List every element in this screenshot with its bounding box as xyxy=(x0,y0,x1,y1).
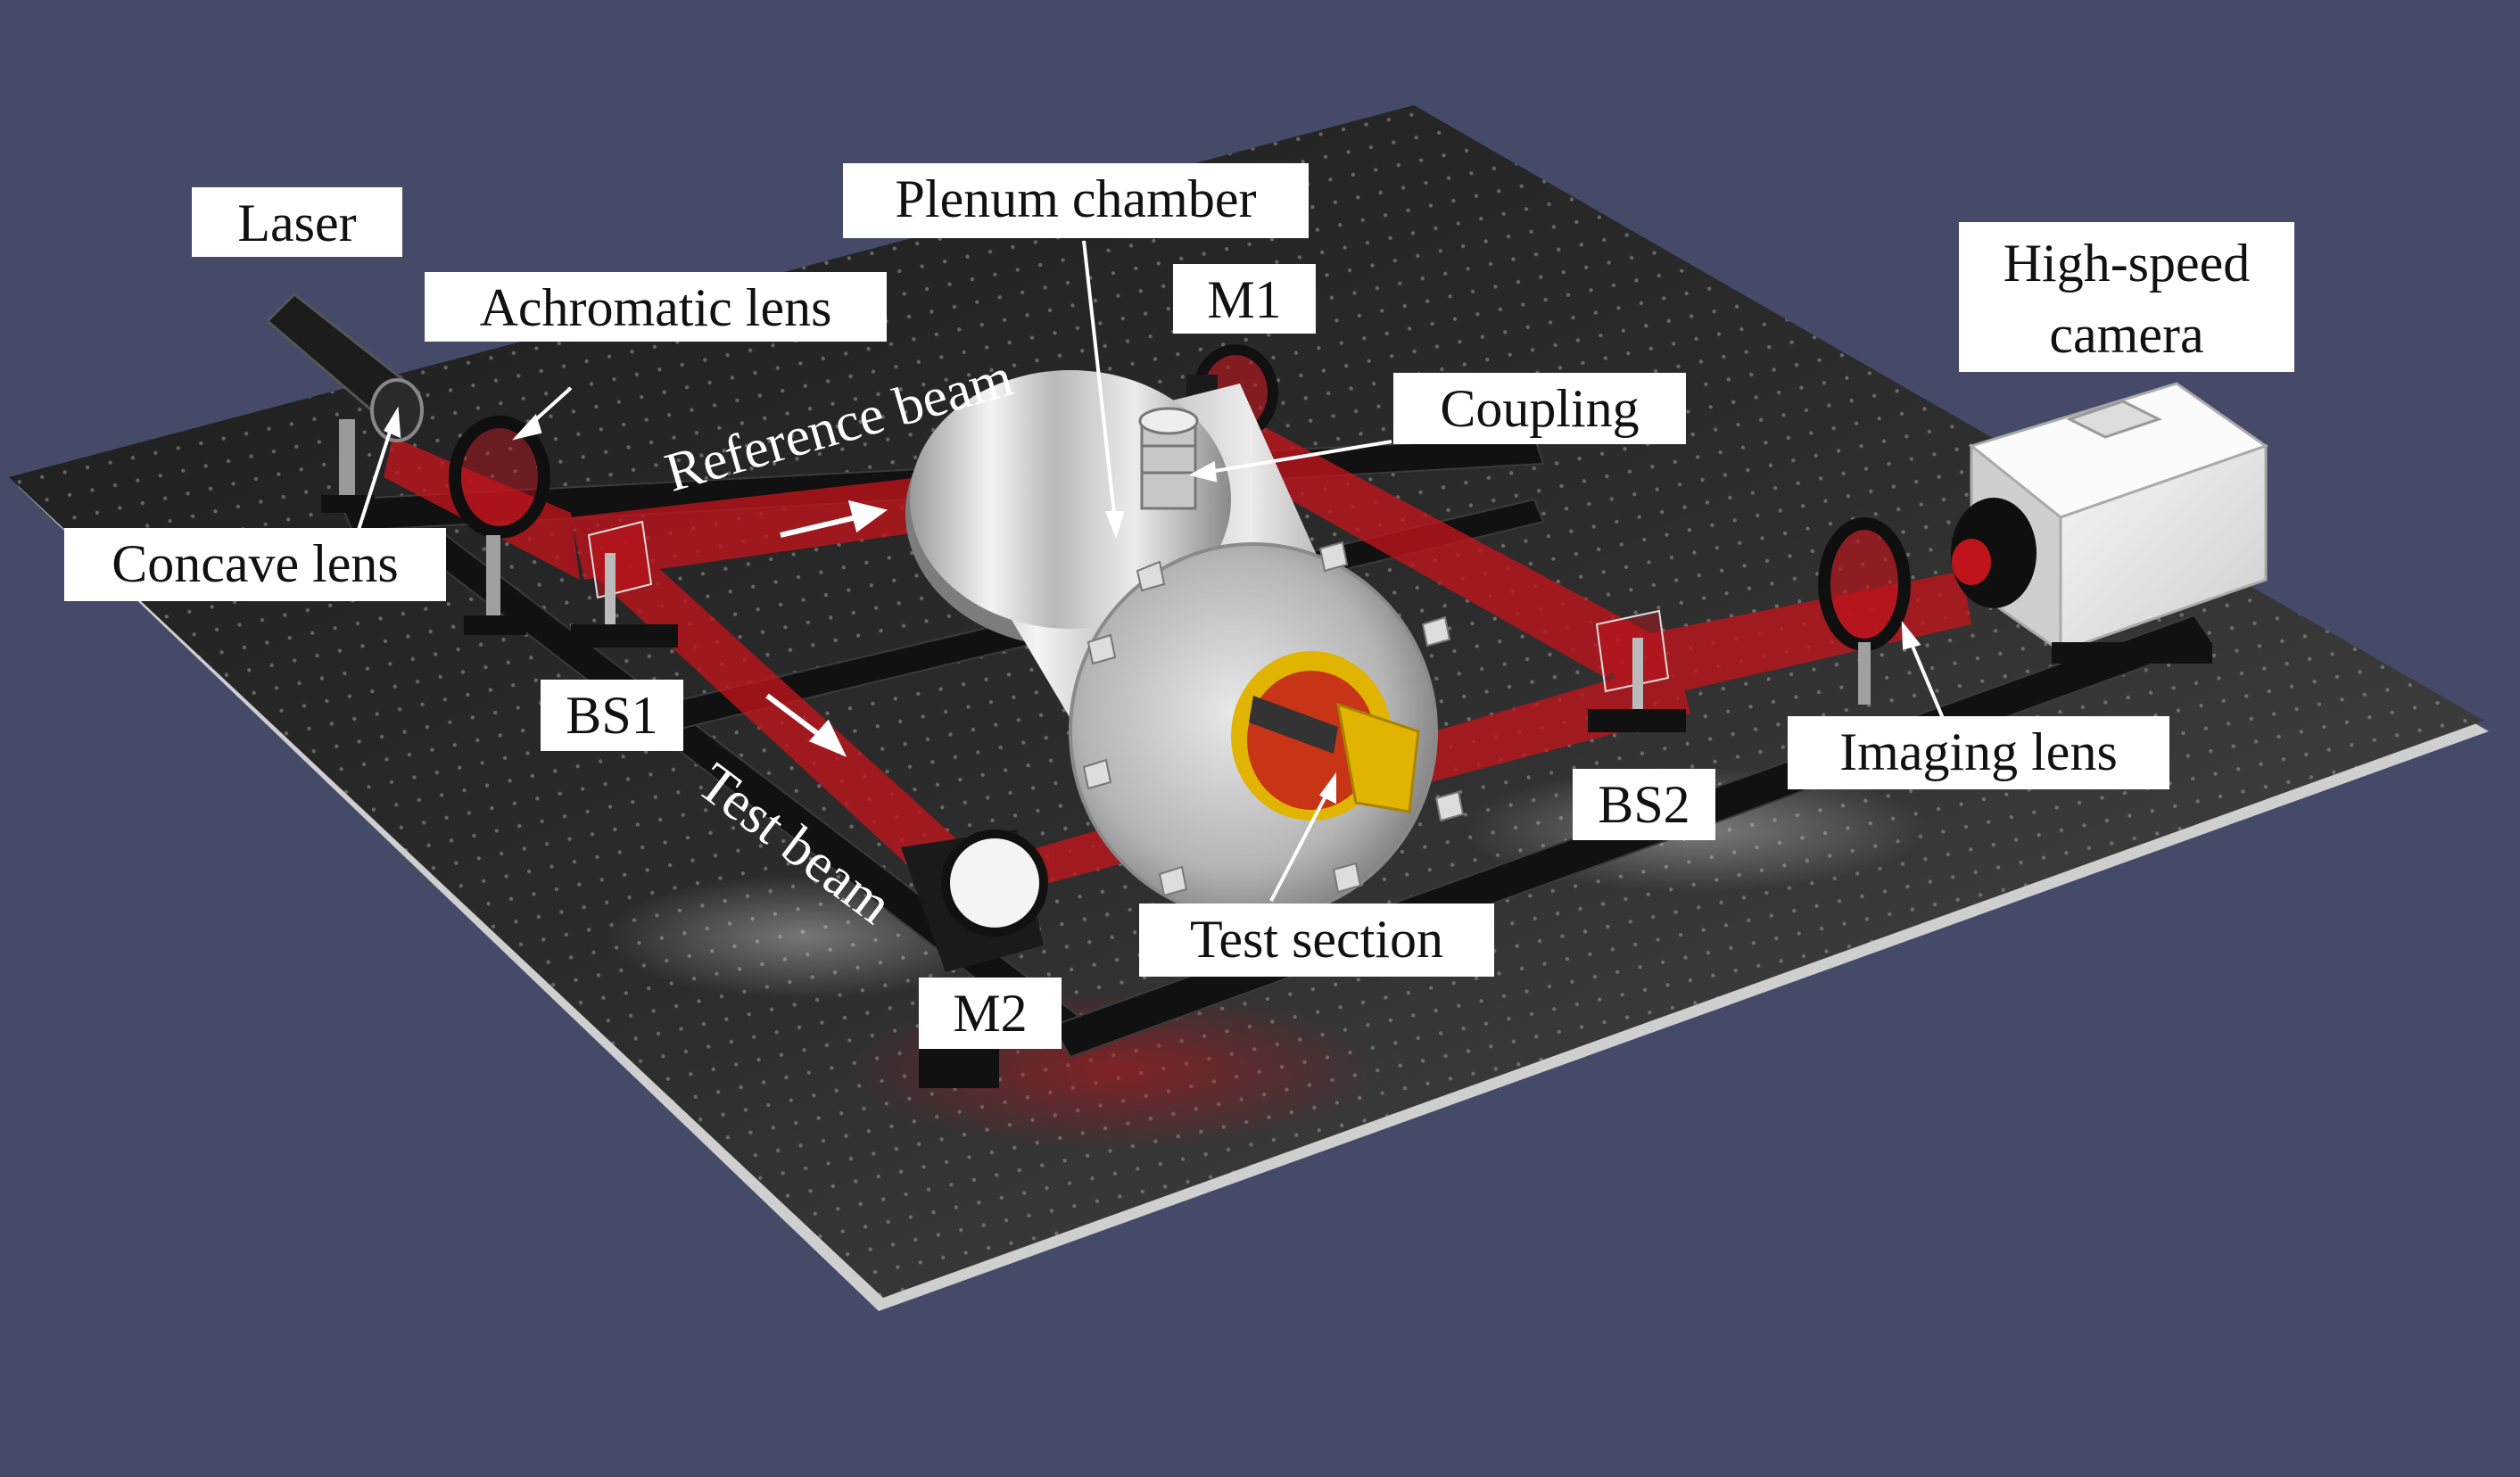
high-speed-camera xyxy=(1951,382,2269,664)
label-bs1: BS1 xyxy=(541,680,683,751)
label-high-speed-camera: High-speed camera xyxy=(1959,222,2294,372)
label-bs2: BS2 xyxy=(1573,769,1715,840)
label-laser: Laser xyxy=(192,187,402,257)
achromatic-lens xyxy=(449,416,550,635)
laser-device xyxy=(265,292,424,513)
label-m1: M1 xyxy=(1173,264,1316,334)
label-m2: M2 xyxy=(919,978,1062,1049)
optical-table xyxy=(9,105,2489,1311)
label-high-speed-camera-line2: camera xyxy=(2049,305,2204,364)
coupling-part xyxy=(1138,407,1199,510)
leader-lines xyxy=(355,240,1946,902)
beam-splitter-bs2 xyxy=(1588,609,1686,732)
label-high-speed-camera-line1: High-speed xyxy=(2003,234,2251,293)
label-imaging-lens: Imaging lens xyxy=(1788,716,2169,789)
label-test-section: Test section xyxy=(1139,904,1494,977)
beam-splitter-bs1 xyxy=(571,520,678,648)
beam-arrows xyxy=(765,499,888,757)
label-concave-lens: Concave lens xyxy=(64,528,446,601)
label-plenum-chamber: Plenum chamber xyxy=(843,163,1309,238)
label-coupling: Coupling xyxy=(1393,373,1686,444)
plenum-chamber xyxy=(905,370,1465,920)
imaging-lens xyxy=(1818,517,1911,705)
label-achromatic-lens: Achromatic lens xyxy=(425,272,887,342)
